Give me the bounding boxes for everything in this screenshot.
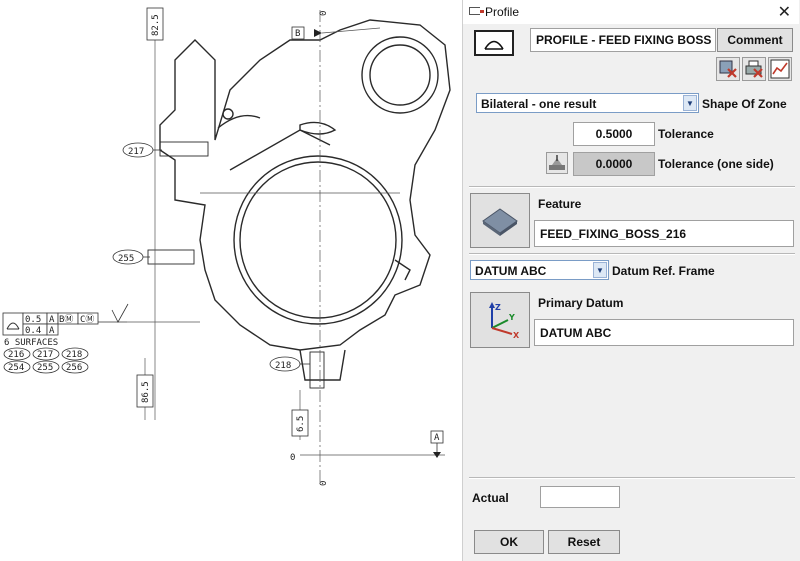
- chevron-down-icon: ▼: [593, 262, 607, 278]
- feature-button[interactable]: [470, 193, 530, 248]
- svg-text:256: 256: [66, 363, 82, 373]
- characteristic-name-input[interactable]: PROFILE - FEED FIXING BOSS: [530, 28, 716, 52]
- title-bar: Profile ✕: [463, 0, 799, 24]
- svg-text:217: 217: [128, 147, 144, 157]
- zero-label-left: 0: [290, 453, 295, 463]
- delete-feature-icon: [719, 60, 737, 78]
- balloon-255: 255: [112, 249, 150, 265]
- svg-text:B: B: [295, 29, 300, 39]
- tolerance-one-side-label: Tolerance (one side): [658, 157, 774, 171]
- svg-text:216: 216: [8, 350, 24, 360]
- dialog-title: Profile: [485, 5, 520, 19]
- svg-text:0.4: 0.4: [25, 326, 41, 336]
- feature-label: Feature: [538, 197, 582, 211]
- svg-text:0.5: 0.5: [25, 315, 41, 325]
- tolerance-one-side-input[interactable]: 0.0000: [573, 152, 655, 176]
- part-outline: [159, 19, 451, 381]
- svg-text:X: X: [513, 331, 520, 340]
- svg-text:A: A: [434, 433, 440, 443]
- axis-system-icon: Z Y X: [489, 302, 520, 340]
- adjust-icon: [549, 155, 565, 170]
- actual-input[interactable]: [540, 486, 620, 508]
- tolerance-label: Tolerance: [658, 127, 714, 141]
- ok-button[interactable]: OK: [474, 530, 544, 554]
- svg-text:254: 254: [8, 363, 24, 373]
- technical-drawing: 82.5 86.5 6.5 B A 217 255: [2, 7, 451, 486]
- actual-label: Actual: [472, 491, 509, 505]
- profile-surface-icon: [474, 30, 514, 56]
- reset-button[interactable]: Reset: [548, 530, 620, 554]
- studs: [147, 141, 325, 389]
- svg-text:A: A: [49, 315, 55, 325]
- separator: [469, 186, 795, 188]
- datum-ref-frame-select[interactable]: DATUM ABC ▼: [470, 260, 609, 280]
- adjust-tolerance-button[interactable]: [546, 152, 568, 174]
- svg-text:6 SURFACES: 6 SURFACES: [4, 338, 58, 348]
- datum-ref-frame-label: Datum Ref. Frame: [612, 264, 715, 278]
- chevron-down-icon: ▼: [683, 95, 697, 111]
- print-icon: [745, 60, 763, 78]
- balloon-218: 218: [269, 356, 310, 372]
- datum-a-marker: A: [430, 430, 444, 458]
- svg-text:255: 255: [118, 254, 134, 264]
- dimension-82.5: 82.5: [146, 7, 164, 41]
- graph-button[interactable]: [768, 57, 792, 81]
- shape-of-zone-select[interactable]: Bilateral - one result ▼: [476, 93, 699, 113]
- profile-dialog: Profile ✕ PROFILE - FEED FIXING BOSS Com…: [462, 0, 800, 561]
- drawing-canvas: 82.5 86.5 6.5 B A 217 255: [2, 7, 451, 486]
- close-icon[interactable]: ✕: [777, 4, 791, 21]
- shape-of-zone-value: Bilateral - one result: [481, 97, 597, 111]
- svg-text:218: 218: [275, 361, 291, 371]
- graph-icon: [770, 59, 790, 79]
- tolerance-input[interactable]: 0.5000: [573, 122, 655, 146]
- dialog-app-icon: [469, 7, 484, 15]
- svg-text:86.5: 86.5: [141, 381, 151, 403]
- primary-datum-input[interactable]: DATUM ABC: [534, 319, 794, 346]
- shape-of-zone-label: Shape Of Zone: [702, 97, 787, 111]
- svg-text:6.5: 6.5: [296, 416, 306, 432]
- zero-label-bottom: 0: [319, 481, 329, 486]
- comment-button[interactable]: Comment: [717, 28, 793, 52]
- zero-label-top: 0: [319, 11, 329, 16]
- datum-ref-frame-value: DATUM ABC: [475, 264, 547, 278]
- balloon-217: 217: [122, 142, 162, 158]
- svg-text:218: 218: [66, 350, 82, 360]
- svg-text:BⓂ: BⓂ: [59, 314, 73, 325]
- primary-datum-button[interactable]: Z Y X: [470, 292, 530, 348]
- dimension-86.5: 86.5: [136, 374, 154, 408]
- feature-control-frame: 0.5 A BⓂ CⓂ 0.4 A 6 SURFACES: [2, 303, 129, 348]
- svg-text:217: 217: [37, 350, 53, 360]
- dimension-6.5: 6.5: [291, 409, 309, 437]
- surface-balloons: 216 217 218 254 255 256: [3, 347, 89, 374]
- datum-b-marker: B: [291, 26, 322, 40]
- svg-text:Y: Y: [508, 313, 515, 322]
- svg-text:Z: Z: [495, 303, 501, 312]
- svg-text:A: A: [49, 326, 55, 336]
- svg-text:82.5: 82.5: [151, 14, 161, 36]
- svg-text:255: 255: [37, 363, 53, 373]
- primary-datum-label: Primary Datum: [538, 296, 624, 310]
- print-button[interactable]: [742, 57, 766, 81]
- center-and-dimension-lines: [127, 10, 445, 485]
- separator: [469, 253, 795, 255]
- feature-input[interactable]: FEED_FIXING_BOSS_216: [534, 220, 794, 247]
- delete-feature-button[interactable]: [716, 57, 740, 81]
- feature-plane-icon: [482, 207, 518, 236]
- svg-text:CⓂ: CⓂ: [80, 314, 94, 325]
- separator: [469, 477, 795, 479]
